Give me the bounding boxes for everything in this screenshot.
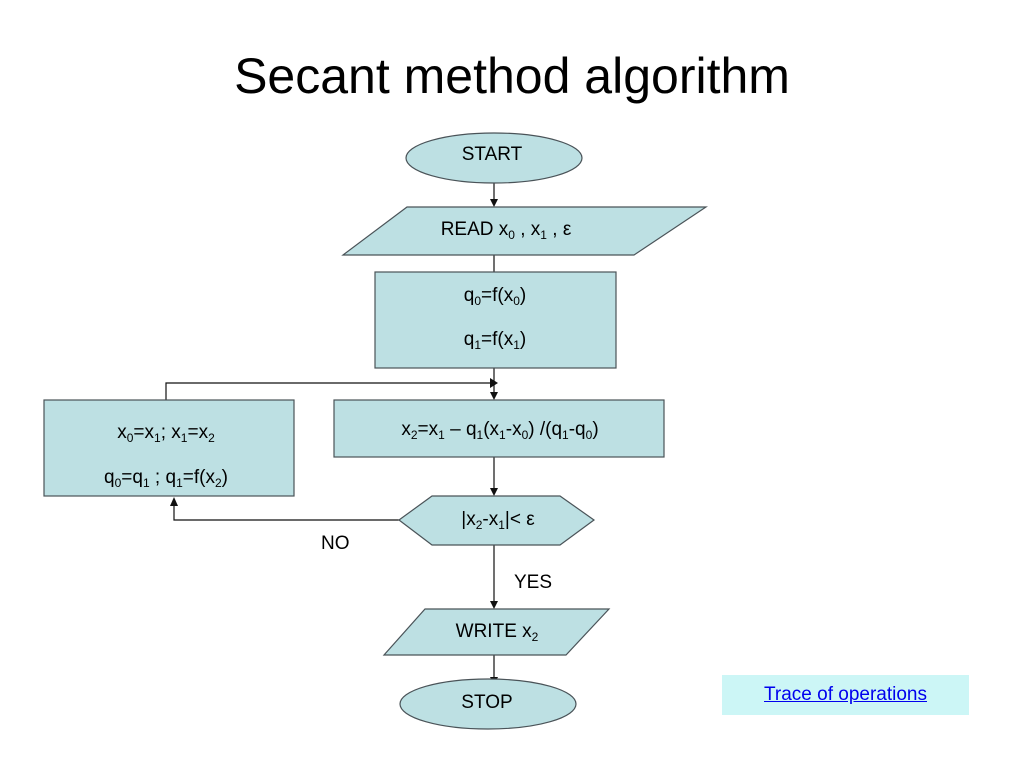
compute-process-box (333, 399, 665, 458)
write-label: WRITE x2 (455, 621, 539, 644)
decision-box (397, 495, 596, 546)
edge-label-no: NO (321, 533, 350, 554)
page-title: Secant method algorithm (234, 48, 790, 104)
start-label: START (461, 144, 523, 165)
init-line-q0: q0=f(x0) (463, 285, 527, 308)
update-process-box (43, 399, 295, 497)
init-line-q1: q1=f(x1) (463, 329, 527, 352)
read-label: READ x0 , x1 , ε (440, 219, 572, 242)
edge-label-yes: YES (514, 572, 553, 593)
read-input-box (341, 206, 708, 256)
trace-of-operations-link[interactable]: Trace of operations (764, 684, 927, 705)
trace-link-box: Trace of operations (722, 675, 969, 715)
stop-terminal (399, 678, 577, 730)
start-terminal (405, 132, 583, 184)
edge-loop-return (165, 382, 494, 400)
init-process-box (374, 271, 617, 369)
update-line-q: q0=q1 ; q1=f(x2) (104, 467, 228, 490)
compute-label: x2=x1 – q1(x1-x0) /(q1-q0) (401, 419, 599, 442)
edge-decision-no (173, 504, 402, 521)
stop-label: STOP (461, 692, 513, 713)
write-output-box (382, 608, 611, 656)
decision-label: |x2-x1|< ε (461, 509, 535, 532)
update-line-x: x0=x1; x1=x2 (117, 422, 215, 445)
